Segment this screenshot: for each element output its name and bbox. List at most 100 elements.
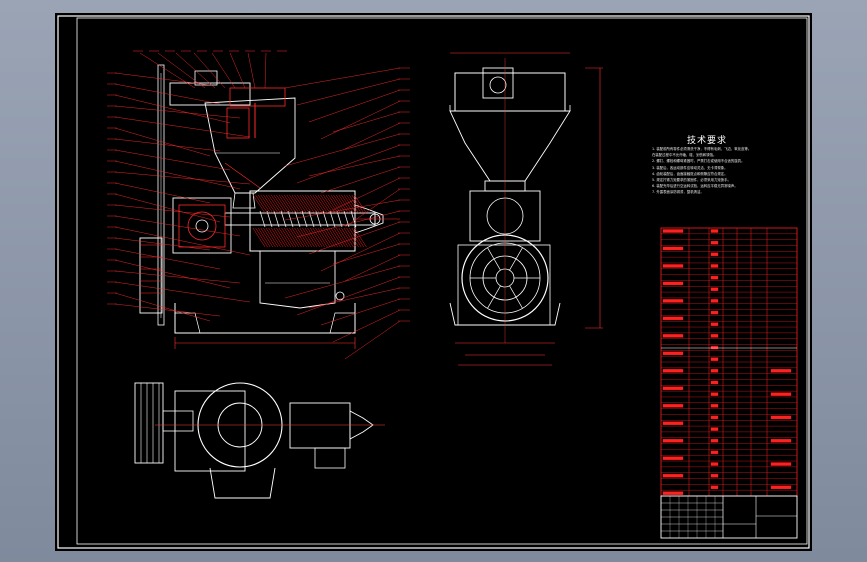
hatch-line [351, 194, 365, 214]
parts-table-text [710, 275, 719, 280]
parts-table-text [710, 369, 719, 373]
leader-line [308, 287, 401, 309]
hatch-line [338, 227, 352, 248]
leader-line [114, 182, 211, 204]
hatch-line [286, 194, 300, 214]
hatch-line [291, 227, 305, 248]
parts-table-text [770, 462, 792, 466]
leader-line [114, 138, 221, 152]
technical-note-line: 3. 装配后，各运动部件应转动灵活，无卡滞现象。 [652, 165, 728, 170]
parts-table-text [662, 246, 684, 251]
gear-hub [195, 219, 209, 233]
hatch-line [296, 227, 310, 248]
hatch-line [320, 194, 333, 214]
leader-line [264, 52, 267, 89]
parts-table-text [662, 386, 684, 390]
parts-table-text [710, 229, 719, 233]
screw-flight [343, 210, 350, 228]
hatch-line [330, 227, 344, 248]
feed-throat [232, 192, 256, 209]
front-section-view [139, 64, 400, 349]
drive-pulley [139, 237, 163, 314]
parts-table-text [662, 351, 684, 355]
technical-note-line: 4. 齿轮装配后，齿面接触斑点和侧隙应符合规定。 [652, 171, 728, 176]
hatch-line [276, 194, 289, 214]
hatch-line [330, 194, 344, 214]
hatch-line [317, 227, 331, 248]
outer-border [57, 15, 810, 549]
hatch-line [294, 194, 307, 214]
top-gearbox [174, 390, 246, 472]
side-motor-circle [489, 76, 507, 94]
side-hopper [449, 110, 571, 182]
hatch-line [335, 194, 349, 214]
leader-line [114, 105, 241, 119]
technical-note-line: 5. 规定拧紧力矩要求的紧固件，必须采用力矩扳手。 [652, 178, 731, 182]
top-view [134, 382, 385, 499]
screw-flight [329, 210, 336, 228]
stirrer [226, 107, 250, 139]
leader-line [114, 83, 221, 105]
hatch-line [312, 227, 326, 248]
parts-table-text [710, 299, 719, 303]
leader-line [114, 116, 251, 138]
leader-line [332, 177, 401, 211]
hatch-line [252, 227, 266, 248]
hatch-line [278, 194, 292, 214]
parts-table-text [710, 474, 719, 478]
leader-line [114, 72, 211, 86]
screw-flight [301, 210, 308, 228]
leader-line [114, 237, 211, 251]
technical-note-line: 2. 螺钉、螺栓和螺母紧固时，严禁打击或使用不合适的旋具。 [652, 159, 745, 164]
leader-line [114, 94, 231, 124]
hatch-line [338, 194, 352, 214]
hatch-line [351, 227, 365, 248]
leader-line [332, 111, 401, 133]
parts-table-text [662, 334, 684, 338]
hatch-line [304, 227, 318, 248]
parts-table-text [710, 462, 719, 466]
hatch-line [322, 194, 336, 214]
gear-red [178, 204, 226, 248]
drawing-sheet: 技术要求 1. 装配前所有零件必须清洗干净，不得有毛刺、飞边、氧化皮等。 在装配… [55, 13, 812, 551]
leader-line [114, 193, 221, 223]
hatch-line [354, 227, 367, 248]
hatch-line [296, 194, 310, 214]
leader-line [114, 160, 241, 190]
drawing-frame [57, 15, 810, 549]
screw-flight [308, 210, 315, 228]
leader-line [211, 52, 236, 89]
top-gear-red [229, 87, 286, 107]
parts-table-text [770, 392, 792, 396]
parts-list-table [660, 227, 798, 497]
top-outlet-cone [349, 410, 374, 440]
hatch-line [260, 194, 274, 214]
parts-table-text [710, 287, 719, 291]
hatch-line [307, 194, 320, 214]
flywheel-spoke [487, 247, 501, 271]
base-foot-right [329, 312, 355, 334]
leader-line [320, 232, 401, 272]
leader-line [320, 100, 401, 140]
parts-table-text [662, 474, 684, 478]
hatch-line [283, 194, 297, 214]
hatch-line [265, 227, 279, 248]
leader-line [114, 215, 241, 237]
hatch-line [315, 227, 328, 248]
parts-table-text [710, 485, 719, 489]
parts-table-text [710, 264, 719, 268]
leader-line [114, 292, 211, 322]
hatch-line [309, 194, 323, 214]
hatch-line [257, 227, 271, 248]
leader-line [332, 309, 401, 343]
hatch-line [255, 227, 268, 248]
hatch-line [343, 227, 357, 248]
leader-line [296, 144, 401, 184]
hatch-line [283, 227, 297, 248]
base-foot-left [175, 312, 201, 334]
hatch-line [325, 194, 339, 214]
parts-table-text [662, 404, 684, 408]
gear-circle [187, 211, 217, 241]
hatch-line [335, 227, 349, 248]
